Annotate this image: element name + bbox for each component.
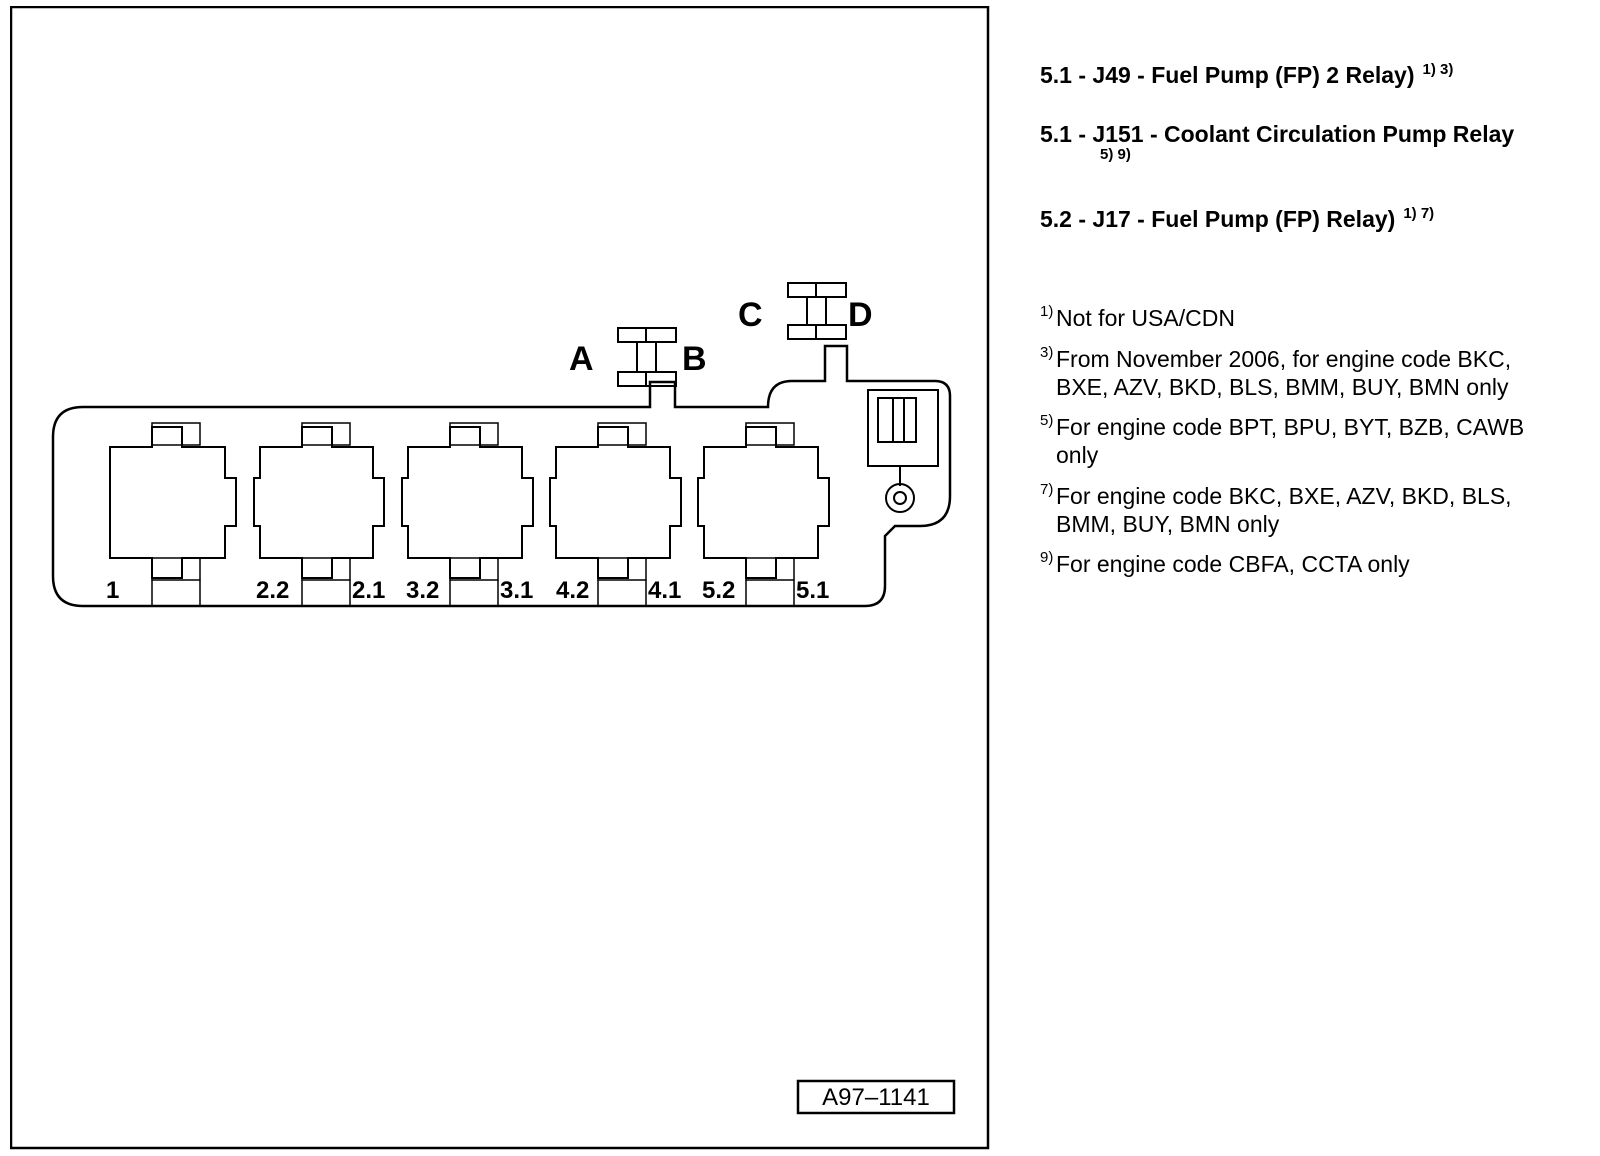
- slot-label-3-2: 3.2: [406, 577, 439, 604]
- slot-label-2-2: 2.2: [256, 577, 289, 604]
- connector-cd: [787, 282, 847, 340]
- relay-socket-5: [697, 422, 830, 581]
- connector-label-a: A: [569, 340, 594, 378]
- footnote-line: only: [1056, 442, 1099, 468]
- relay-socket-4: [549, 422, 682, 581]
- relay-carrier-outline: [51, 344, 952, 608]
- footnote-1: 1) Not for USA/CDN: [1040, 303, 1235, 332]
- relay-socket-3: [401, 422, 534, 581]
- slot-label-1: 1: [106, 577, 119, 604]
- slot-label-4-1: 4.1: [648, 577, 681, 604]
- footnote-line: BXE, AZV, BKD, BLS, BMM, BUY, BMN only: [1056, 374, 1509, 400]
- connector-label-c: C: [738, 296, 763, 334]
- relay-socket-2: [253, 422, 385, 581]
- slot-label-2-1: 2.1: [352, 577, 385, 604]
- relay-item-j49: 5.1 - J49 - Fuel Pump (FP) 2 Relay) 1) 3): [1040, 61, 1454, 92]
- relay-item-text: 5.1 - J49 - Fuel Pump (FP) 2 Relay): [1040, 62, 1415, 88]
- relay-socket-1: [109, 422, 237, 581]
- footnote-mark: 5): [1040, 412, 1054, 429]
- footnote-7: 7) For engine code BKC, BXE, AZV, BKD, B…: [1040, 481, 1512, 538]
- relay-panel-diagram: A B C D 1 2.2 2.1 3.2 3.1 4.2 4.1 5.2 5.…: [10, 6, 990, 1151]
- connector-label-b: B: [682, 340, 707, 378]
- relay-panel-svg: A B C D 1 2.2 2.1 3.2 3.1 4.2 4.1 5.2 5.…: [10, 6, 990, 1150]
- connector-ab: [617, 327, 677, 387]
- relay-item-text: 5.1 - J151 - Coolant Circulation Pump Re…: [1040, 121, 1515, 147]
- footnote-9: 9) For engine code CBFA, CCTA only: [1040, 549, 1410, 578]
- footnote-mark: 1): [1040, 303, 1054, 320]
- relay-item-notes: 5) 9): [1100, 146, 1131, 163]
- relay-item-j151: 5.1 - J151 - Coolant Circulation Pump Re…: [1040, 121, 1514, 163]
- footnote-mark: 9): [1040, 549, 1054, 566]
- slot-label-5-1: 5.1: [796, 577, 829, 604]
- diagram-border: [10, 6, 990, 1150]
- footnote-line: Not for USA/CDN: [1056, 305, 1235, 331]
- relay-item-j17: 5.2 - J17 - Fuel Pump (FP) Relay) 1) 7): [1040, 205, 1435, 236]
- relay-item-notes: 1) 3): [1422, 61, 1454, 78]
- footnote-line: BMM, BUY, BMN only: [1056, 511, 1280, 537]
- footnote-mark: 7): [1040, 481, 1054, 498]
- figure-code-box: [796, 1079, 956, 1115]
- slot-label-5-2: 5.2: [702, 577, 735, 604]
- footnote-line: For engine code BPT, BPU, BYT, BZB, CAWB: [1056, 414, 1525, 440]
- mounting-eye: [885, 466, 915, 513]
- slot-label-4-2: 4.2: [556, 577, 589, 604]
- footnote-3: 3) From November 2006, for engine code B…: [1040, 344, 1512, 401]
- slot-label-3-1: 3.1: [500, 577, 533, 604]
- relay-item-notes: 1) 7): [1403, 205, 1435, 222]
- latch-clip: [867, 389, 939, 467]
- footnote-mark: 3): [1040, 344, 1054, 361]
- footnote-5: 5) For engine code BPT, BPU, BYT, BZB, C…: [1040, 412, 1525, 469]
- footnote-line: For engine code CBFA, CCTA only: [1056, 551, 1410, 577]
- footnote-line: For engine code BKC, BXE, AZV, BKD, BLS,: [1056, 483, 1512, 509]
- terminal-dividers: [151, 580, 795, 606]
- relay-item-text: 5.2 - J17 - Fuel Pump (FP) Relay): [1040, 206, 1396, 232]
- figure-code: A97–1141: [822, 1084, 930, 1111]
- connector-label-d: D: [848, 296, 873, 334]
- footnote-line: From November 2006, for engine code BKC,: [1056, 346, 1512, 372]
